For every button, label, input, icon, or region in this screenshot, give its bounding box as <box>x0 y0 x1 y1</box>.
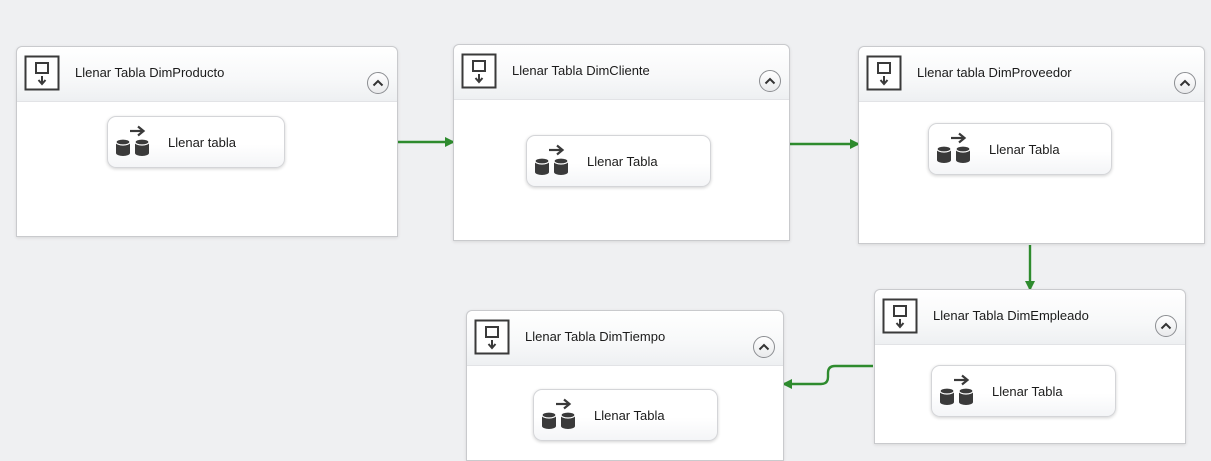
collapse-button[interactable] <box>1174 72 1196 94</box>
collapse-button[interactable] <box>367 72 389 94</box>
task-label: Llenar Tabla <box>992 384 1063 399</box>
container-header[interactable]: Llenar Tabla DimTiempo <box>467 311 783 366</box>
sequence-container-icon <box>461 53 497 89</box>
sequence-container-dimtiempo[interactable]: Llenar Tabla DimTiempo Llenar Tabla <box>466 310 784 461</box>
container-header[interactable]: Llenar Tabla DimCliente <box>454 45 789 100</box>
collapse-chevron-icon <box>372 79 384 87</box>
data-flow-task[interactable]: Llenar Tabla <box>928 123 1112 175</box>
collapse-chevron-icon <box>1179 79 1191 87</box>
sequence-container-dimcliente[interactable]: Llenar Tabla DimCliente Llenar Tabla <box>453 44 790 241</box>
sequence-container-icon <box>866 55 902 91</box>
sequence-container-icon <box>882 298 918 334</box>
sequence-container-icon <box>474 319 510 355</box>
task-label: Llenar tabla <box>168 135 236 150</box>
collapse-button[interactable] <box>1155 315 1177 337</box>
container-title: Llenar Tabla DimCliente <box>512 63 650 78</box>
task-label: Llenar Tabla <box>594 408 665 423</box>
container-header[interactable]: Llenar tabla DimProveedor <box>859 47 1204 102</box>
precedence-arrow-empleado-tiempo[interactable] <box>782 364 873 389</box>
container-title: Llenar Tabla DimProducto <box>75 65 225 80</box>
data-flow-task[interactable]: Llenar Tabla <box>931 365 1116 417</box>
task-label: Llenar Tabla <box>587 154 658 169</box>
collapse-chevron-icon <box>764 77 776 85</box>
container-header[interactable]: Llenar Tabla DimEmpleado <box>875 290 1185 345</box>
sequence-container-dimproducto[interactable]: Llenar Tabla DimProducto Llenar tabla <box>16 46 398 237</box>
collapse-button[interactable] <box>759 70 781 92</box>
data-flow-task-icon <box>936 132 971 163</box>
sequence-container-dimempleado[interactable]: Llenar Tabla DimEmpleado Llenar Tabla <box>874 289 1186 444</box>
data-flow-task-icon <box>115 125 150 156</box>
task-label: Llenar Tabla <box>989 142 1060 157</box>
data-flow-task[interactable]: Llenar tabla <box>107 116 285 168</box>
container-title: Llenar tabla DimProveedor <box>917 65 1072 80</box>
container-title: Llenar Tabla DimEmpleado <box>933 308 1089 323</box>
collapse-chevron-icon <box>1160 322 1172 330</box>
data-flow-task[interactable]: Llenar Tabla <box>526 135 711 187</box>
sequence-container-dimproveedor[interactable]: Llenar tabla DimProveedor Llenar Tabla <box>858 46 1205 244</box>
data-flow-task-icon <box>939 374 974 405</box>
data-flow-task-icon <box>541 398 576 429</box>
sequence-container-icon <box>24 55 60 91</box>
collapse-chevron-icon <box>758 343 770 351</box>
data-flow-task-icon <box>534 144 569 175</box>
container-header[interactable]: Llenar Tabla DimProducto <box>17 47 397 102</box>
data-flow-task[interactable]: Llenar Tabla <box>533 389 718 441</box>
container-title: Llenar Tabla DimTiempo <box>525 329 666 344</box>
collapse-button[interactable] <box>753 336 775 358</box>
